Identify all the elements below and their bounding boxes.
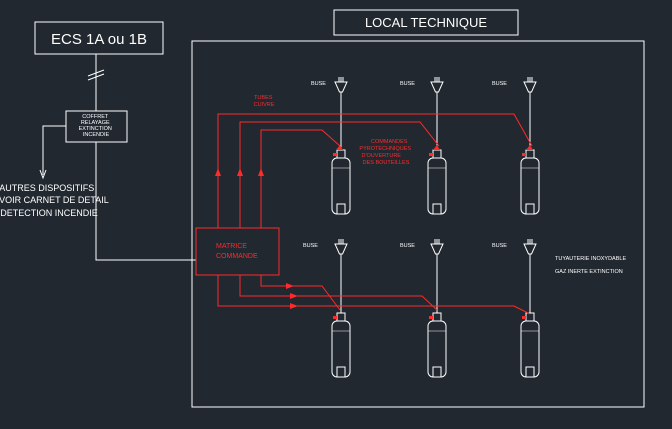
- cylinder-top-2: [427, 143, 447, 215]
- cylinder-top-1: [331, 143, 351, 215]
- command-arrows-bottom: [286, 283, 298, 309]
- ecs-label: ECS 1A ou 1B: [51, 31, 147, 48]
- control-matrix: [195, 227, 280, 276]
- nozzle-label-top-3: BUSE: [492, 81, 507, 87]
- room-title-box: [333, 9, 519, 36]
- pyro-commands-label: COMMANDES PYROTECHNIQUES D'OUVERTURE DES…: [359, 139, 412, 166]
- relay-box-label: COFFRET RELAYAGE EXTINCTION INCENDIE: [79, 114, 114, 138]
- other-devices-label: AUTRES DISPOSITIFS VOIR CARNET DE DETAIL…: [0, 183, 111, 218]
- cylinder-bottom-1: [331, 306, 351, 378]
- cylinder-top-3: [520, 143, 540, 215]
- ecs-box: [34, 21, 164, 55]
- nozzle-top-3: [523, 76, 537, 145]
- nozzle-label-top-1: BUSE: [311, 81, 326, 87]
- nozzle-top-1: [334, 76, 348, 145]
- copper-tubes-label: TUBES CUIVRE: [254, 95, 275, 108]
- control-matrix-label: MATRICE COMMANDE: [216, 243, 258, 260]
- nozzle-label-bottom-1: BUSE: [303, 243, 318, 249]
- nozzle-bottom-2: [430, 238, 444, 308]
- cylinder-bottom-2: [427, 306, 447, 378]
- nozzle-label-bottom-2: BUSE: [400, 243, 415, 249]
- nozzle-bottom-3: [523, 238, 537, 308]
- nozzle-label-top-2: BUSE: [400, 81, 415, 87]
- room-title: LOCAL TECHNIQUE: [365, 15, 487, 30]
- command-arrows-top: [215, 145, 533, 176]
- cylinder-bottom-3: [520, 306, 540, 378]
- technical-room: [191, 40, 645, 408]
- nozzle-bottom-1: [334, 238, 348, 308]
- pyro-command-lines-bottom: [217, 275, 531, 315]
- pipe-legend: TUYAUTERIE INOXYDABLE GAZ INERTE EXTINCT…: [555, 256, 628, 275]
- nozzle-top-2: [430, 76, 444, 145]
- pyro-command-lines-top: [217, 113, 533, 228]
- nozzle-label-bottom-3: BUSE: [492, 243, 507, 249]
